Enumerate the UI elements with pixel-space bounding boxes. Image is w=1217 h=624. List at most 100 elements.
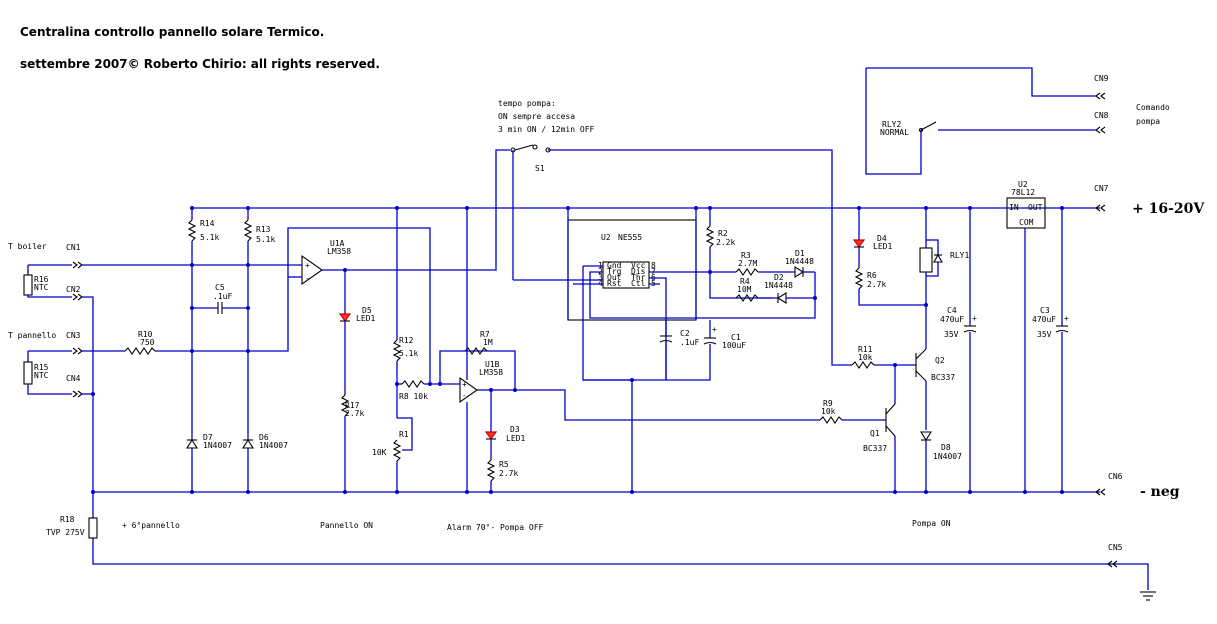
ne555-timer: U2 NE555 Gnd Trg Out Rst Vcc Dis Thr Ctl… bbox=[513, 208, 816, 492]
svg-text:CN1: CN1 bbox=[66, 243, 81, 252]
r12-resistor: R12 5.1k bbox=[392, 336, 418, 418]
svg-text:R1: R1 bbox=[399, 430, 409, 439]
svg-text:D8: D8 bbox=[941, 443, 951, 452]
svg-text:TVP 275V: TVP 275V bbox=[46, 528, 85, 537]
svg-text:Vcc: Vcc bbox=[631, 261, 646, 270]
svg-text:CN6: CN6 bbox=[1108, 472, 1123, 481]
rly1-relay-coil: RLY1 bbox=[919, 208, 969, 305]
svg-text:C4: C4 bbox=[947, 306, 957, 315]
svg-text:U2: U2 bbox=[1018, 180, 1028, 189]
svg-text:CN9: CN9 bbox=[1094, 74, 1109, 83]
svg-text:OUT: OUT bbox=[1028, 203, 1043, 212]
connector-cn2: CN2 bbox=[66, 285, 83, 301]
comando-label-2: pompa bbox=[1136, 117, 1160, 126]
svg-text:1N4007: 1N4007 bbox=[259, 441, 288, 450]
svg-text:R13: R13 bbox=[256, 225, 271, 234]
svg-text:1N4448: 1N4448 bbox=[764, 281, 793, 290]
svg-text:BC337: BC337 bbox=[931, 373, 955, 382]
svg-text:2.2k: 2.2k bbox=[716, 238, 735, 247]
svg-text:CN7: CN7 bbox=[1094, 184, 1109, 193]
svg-text:RLY2: RLY2 bbox=[882, 120, 901, 129]
svg-text:IN: IN bbox=[1009, 203, 1019, 212]
svg-text:C1: C1 bbox=[731, 333, 741, 342]
c5-capacitor: C5 .1uF bbox=[192, 283, 248, 314]
u1b-opamp: + - U1B LM358 bbox=[439, 350, 820, 421]
cn2-ground-wire bbox=[82, 296, 94, 492]
svg-text:S1: S1 bbox=[535, 164, 545, 173]
svg-text:LM358: LM358 bbox=[479, 368, 503, 377]
c1-capacitor: + C1 100uF bbox=[583, 320, 746, 381]
svg-text:NE555: NE555 bbox=[618, 233, 642, 242]
svg-text:NTC: NTC bbox=[34, 283, 49, 292]
d3-led: D3 LED1 bbox=[484, 390, 525, 460]
svg-text:D1: D1 bbox=[795, 249, 805, 258]
svg-text:C5: C5 bbox=[215, 283, 225, 292]
svg-text:+: + bbox=[462, 380, 467, 389]
r1-potentiometer: R1 10K bbox=[372, 417, 413, 492]
title-line-1: Centralina controllo pannello solare Ter… bbox=[20, 25, 324, 39]
svg-text:.1uF: .1uF bbox=[213, 292, 232, 301]
svg-text:R2: R2 bbox=[718, 229, 728, 238]
svg-text:BC337: BC337 bbox=[863, 444, 887, 453]
d4-led: D4 LED1 bbox=[852, 208, 892, 268]
s1-switch[interactable]: S1 bbox=[510, 144, 852, 366]
svg-text:C3: C3 bbox=[1040, 306, 1050, 315]
d5-led: D5 LED1 bbox=[338, 270, 375, 395]
svg-text:10K: 10K bbox=[372, 448, 387, 457]
svg-text:2.7k: 2.7k bbox=[867, 280, 886, 289]
r16-ntc: R16 NTC bbox=[23, 264, 72, 298]
pompa-on-label: Pompa ON bbox=[912, 519, 951, 528]
s1-caption-3: 3 min ON / 12min OFF bbox=[498, 125, 595, 134]
alarm-label: Alarm 70°- Pompa OFF bbox=[447, 523, 544, 532]
svg-text:2.7k: 2.7k bbox=[345, 409, 364, 418]
r7-resistor: R7 1M bbox=[464, 330, 493, 355]
svg-text:Out: Out bbox=[607, 273, 622, 282]
connector-cn1: CN1 bbox=[66, 243, 83, 269]
svg-text:R10: R10 bbox=[138, 330, 153, 339]
svg-text:CN8: CN8 bbox=[1094, 111, 1109, 120]
svg-text:-: - bbox=[462, 391, 467, 400]
svg-text:RLY1: RLY1 bbox=[950, 251, 969, 260]
svg-text:D6: D6 bbox=[259, 433, 269, 442]
svg-text:470uF: 470uF bbox=[1032, 315, 1056, 324]
svg-text:100uF: 100uF bbox=[722, 341, 746, 350]
svg-text:+: + bbox=[305, 261, 310, 270]
svg-text:3: 3 bbox=[598, 273, 603, 282]
svg-text:NTC: NTC bbox=[34, 371, 49, 380]
svg-text:LM358: LM358 bbox=[327, 247, 351, 256]
svg-text:Thr: Thr bbox=[631, 273, 646, 282]
cn5-line bbox=[92, 538, 1156, 601]
svg-text:U1B: U1B bbox=[485, 360, 500, 369]
comando-label-1: Comando bbox=[1136, 103, 1170, 112]
sei-pannello-label: + 6°pannello bbox=[122, 521, 180, 530]
r9-resistor: R9 10k bbox=[819, 399, 886, 424]
svg-text:R17: R17 bbox=[345, 401, 360, 410]
s1-caption-2: ON sempre accesa bbox=[498, 112, 575, 121]
q2-transistor: Q2 BC337 bbox=[915, 305, 955, 430]
svg-text:5.1k: 5.1k bbox=[200, 233, 219, 242]
r18-varistor: R18 TVP 275V bbox=[46, 492, 98, 539]
connector-cn9: CN9 bbox=[1094, 74, 1109, 100]
d1-diode: D1 1N4448 bbox=[785, 249, 815, 278]
svg-text:1N4007: 1N4007 bbox=[203, 441, 232, 450]
supply-voltage-label: + 16-20V bbox=[1132, 201, 1205, 217]
svg-text:78L12: 78L12 bbox=[1011, 188, 1035, 197]
svg-text:1M: 1M bbox=[483, 338, 493, 347]
svg-text:5.1k: 5.1k bbox=[256, 235, 275, 244]
svg-text:5.1k: 5.1k bbox=[399, 349, 418, 358]
r17-resistor: R17 2.7k bbox=[340, 394, 364, 492]
t-boiler-label: T boiler bbox=[8, 242, 47, 251]
svg-text:R11: R11 bbox=[858, 345, 873, 354]
svg-text:R9: R9 bbox=[823, 399, 833, 408]
s1-caption-1: tempo pompa: bbox=[498, 99, 556, 108]
svg-text:R4: R4 bbox=[740, 277, 750, 286]
connector-cn5: CN5 bbox=[1107, 543, 1123, 568]
svg-text:+: + bbox=[972, 314, 977, 323]
svg-text:D3: D3 bbox=[510, 425, 520, 434]
t-pannello-label: T pannello bbox=[8, 331, 56, 340]
svg-text:C2: C2 bbox=[680, 329, 690, 338]
svg-text:-: - bbox=[305, 274, 310, 283]
c2-capacitor: C2 .1uF bbox=[659, 320, 699, 380]
svg-text:CN3: CN3 bbox=[66, 331, 81, 340]
